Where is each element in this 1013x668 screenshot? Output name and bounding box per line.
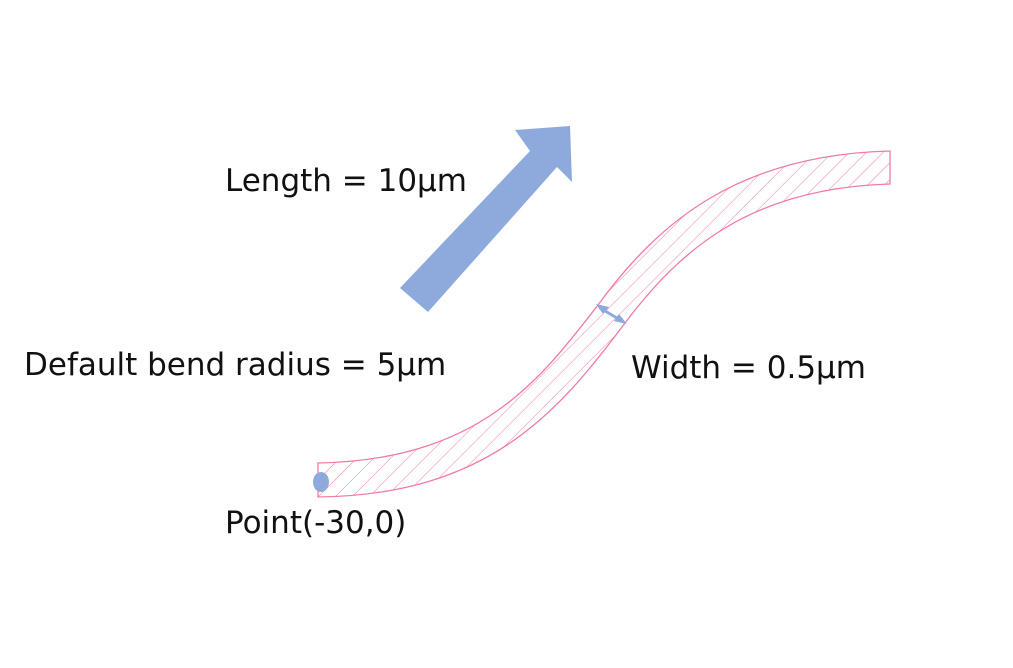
- direction-arrow: [400, 126, 572, 312]
- point-label: Point(-30,0): [225, 505, 407, 541]
- bend-radius-label: Default bend radius = 5μm: [24, 347, 447, 383]
- width-indicator-arrow: [596, 304, 627, 324]
- width-label: Width = 0.5μm: [631, 350, 866, 386]
- start-point-marker: [313, 472, 329, 492]
- s-bend-waveguide: [317, 150, 891, 498]
- length-label: Length = 10μm: [225, 163, 467, 199]
